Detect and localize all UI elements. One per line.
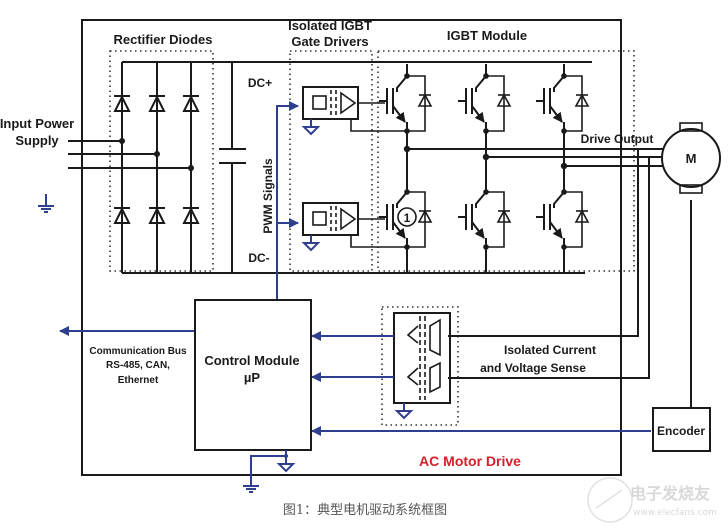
- earth-ground-icon: [242, 473, 260, 493]
- input-power-label-1: Input Power: [0, 116, 74, 131]
- isolation-amplifier: [393, 312, 451, 404]
- comm-bus-label-2: RS-485, CAN,: [106, 360, 170, 371]
- igbt-marker: [397, 207, 417, 227]
- voltage-sense-line: [448, 157, 650, 379]
- pwm-signal-top: [276, 101, 299, 299]
- gate-driver-low: [302, 202, 359, 236]
- encoder-label: Encoder: [657, 424, 705, 438]
- isolated-ground-icon: [303, 118, 319, 135]
- input-power-lines: [68, 140, 191, 169]
- gate-drivers-title-2: Gate Drivers: [291, 34, 368, 49]
- igbt-module-section: [377, 50, 635, 272]
- isolation-sense-section: [381, 306, 459, 426]
- watermark-name: 电子发烧友: [630, 484, 711, 503]
- gate-driver-high: [302, 86, 359, 120]
- control-module-label-1: Control Module: [204, 353, 299, 368]
- control-module: [194, 299, 312, 451]
- dc-plus-label: DC+: [248, 76, 272, 90]
- sense-label-1: Isolated Current: [504, 343, 596, 357]
- gate-driver-section: [289, 50, 373, 272]
- motor: [661, 122, 721, 194]
- dc-minus-label: DC-: [248, 251, 269, 265]
- input-power-label-2: Supply: [15, 133, 59, 148]
- pwm-signals-label: PWM Signals: [261, 158, 275, 234]
- isolated-ground-icon: [278, 455, 294, 472]
- motor-label: M: [686, 151, 697, 166]
- dc-bus-capacitor: [219, 62, 246, 273]
- figure-caption: 图1：典型电机驱动系统框图: [283, 503, 447, 518]
- rectifier-section: [109, 50, 214, 272]
- isolated-ground-icon: [396, 402, 412, 419]
- comm-bus-label-1: Communication Bus: [89, 346, 187, 357]
- ac-motor-drive-enclosure: [81, 19, 622, 476]
- watermark-url: www.elecfans.com: [633, 508, 717, 518]
- watermark: 电子发烧友 www.elecfans.com: [587, 477, 717, 523]
- rectifier-title: Rectifier Diodes: [114, 32, 213, 47]
- control-module-label-2: µP: [244, 370, 260, 385]
- igbt-bridge: [379, 64, 588, 273]
- ac-motor-drive-title: AC Motor Drive: [419, 453, 521, 469]
- gate-drivers-title-1: Isolated IGBT: [288, 18, 372, 33]
- sense-label-2: and Voltage Sense: [480, 361, 586, 375]
- comm-bus-label-3: Ethernet: [118, 375, 159, 386]
- igbt-module-title: IGBT Module: [447, 28, 527, 43]
- drive-output-lines: [407, 148, 663, 167]
- encoder-block: [652, 407, 711, 452]
- igbt-marker-label: 1: [404, 211, 411, 225]
- current-sense-line: [448, 149, 639, 337]
- isolated-ground-icon: [303, 234, 319, 251]
- earth-ground-icon: [37, 193, 55, 213]
- drive-output-label: Drive Output: [581, 132, 654, 146]
